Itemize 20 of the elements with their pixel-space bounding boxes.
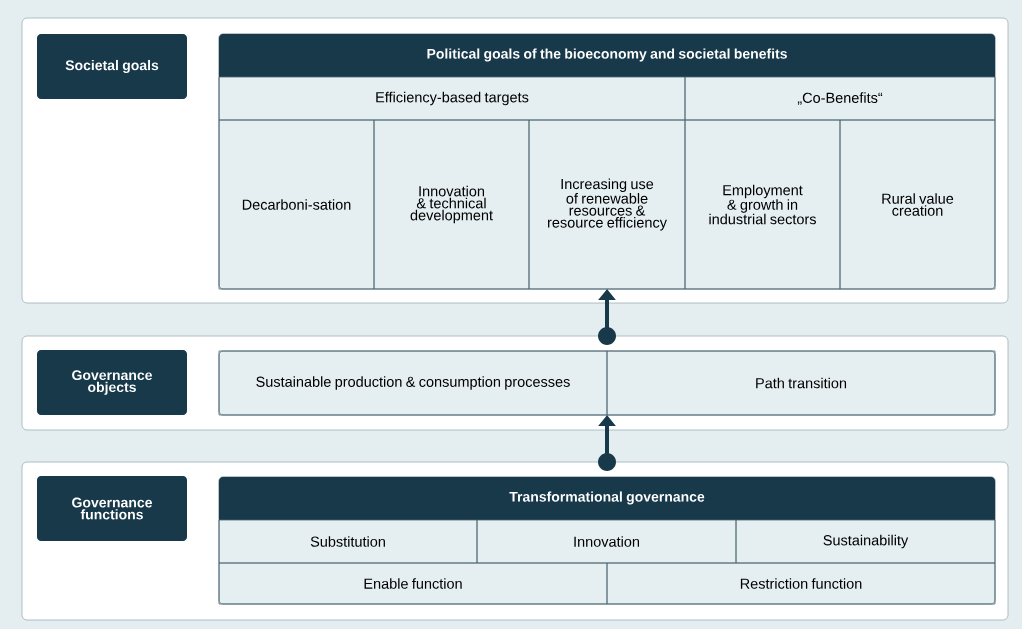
table-frame — [218, 350, 996, 416]
table-cell: Restriction function — [606, 562, 996, 605]
heading-box: Governance objects — [37, 350, 187, 415]
table-cell: Increasing use of renewable resources & resource efficiency — [528, 119, 686, 290]
table-cell: „Co-Benefits“ — [684, 76, 996, 121]
heading-box: Governance functions — [37, 476, 187, 541]
arrow — [598, 415, 616, 471]
table-cell: Efficiency-based targets — [218, 76, 686, 121]
table-cell: Sustainable production & consumption processes — [218, 350, 608, 416]
table-cell: Path transition — [606, 350, 996, 416]
table-cell: Rural value creation — [839, 119, 996, 290]
table-cell: Substitution — [218, 519, 478, 564]
arrow — [598, 289, 616, 345]
table-cell: Innovation — [476, 519, 737, 564]
heading-box: Societal goals — [37, 34, 187, 99]
table-cell: Decarboni-sation — [218, 119, 375, 290]
table-cell: Enable function — [218, 562, 608, 605]
table-cell: Innovation & technical development — [373, 119, 530, 290]
table-cell: Sustainability — [735, 519, 996, 564]
table-cell: Employment & growth in industrial sectors — [684, 119, 841, 290]
